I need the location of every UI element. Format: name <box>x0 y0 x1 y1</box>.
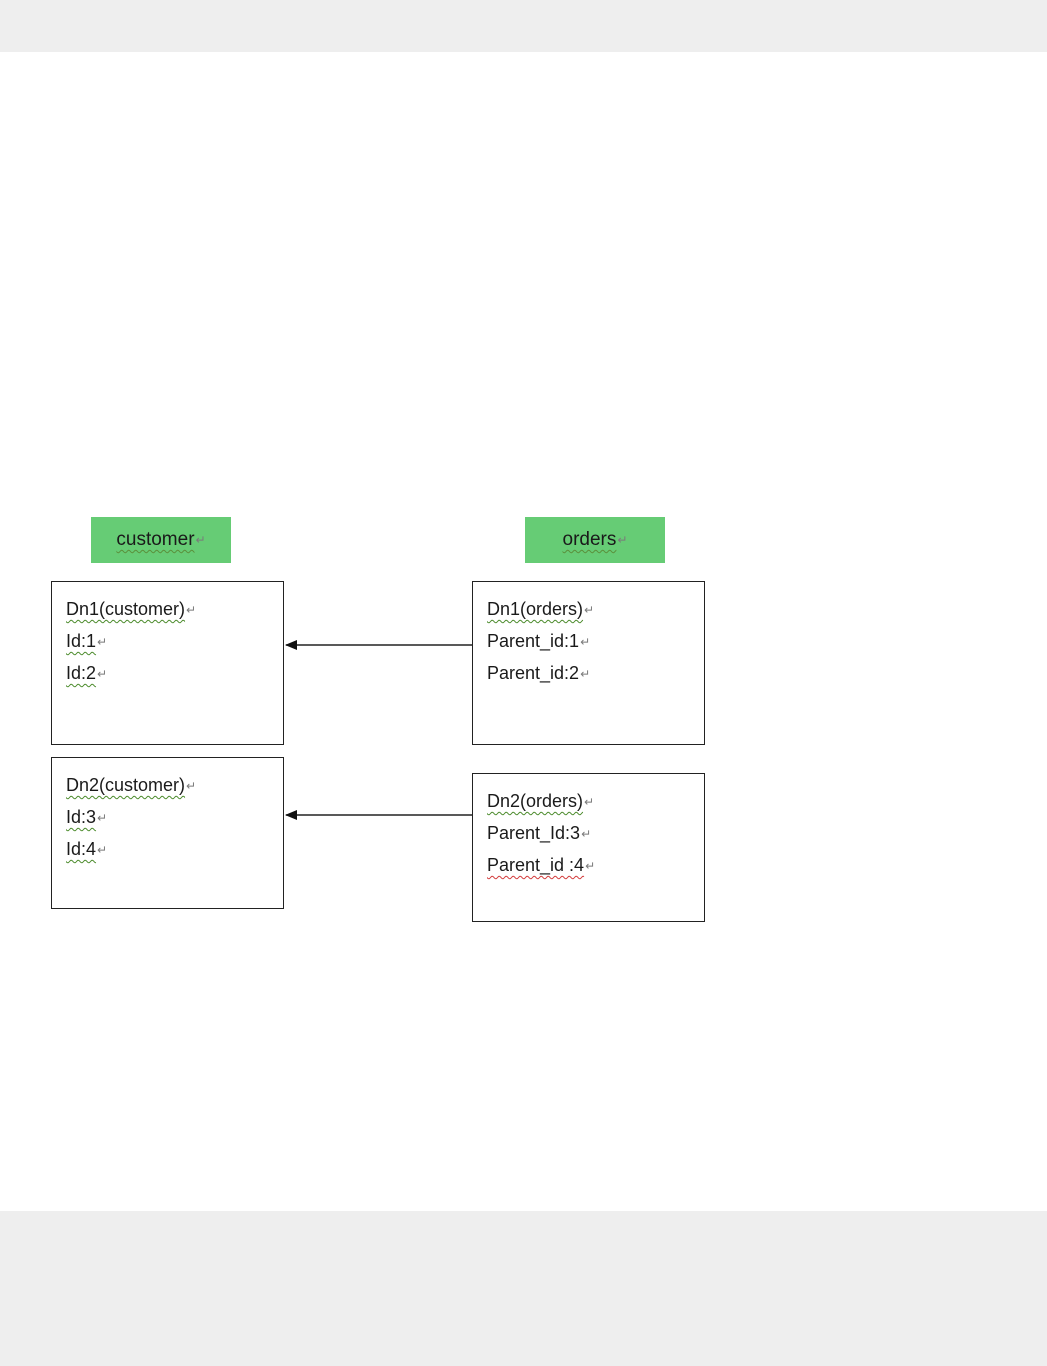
node-title: Dn1(customer)↵ <box>66 599 197 619</box>
paragraph-mark-icon: ↵ <box>617 533 628 547</box>
document-canvas: customer↵ orders↵ Dn1(customer)↵ Id:1↵ I… <box>0 52 1047 1211</box>
bottom-gray-band <box>0 1211 1047 1366</box>
paragraph-mark-icon: ↵ <box>97 843 108 857</box>
customer-node-dn2: Dn2(customer)↵ Id:3↵ Id:4↵ <box>51 757 284 909</box>
orders-node-dn2: Dn2(orders)↵ Parent_Id:3↵ Parent_id :4↵ <box>472 773 705 922</box>
orders-node-dn1: Dn1(orders)↵ Parent_id:1↵ Parent_id:2↵ <box>472 581 705 745</box>
node-parent-id-line: Parent_id:1↵ <box>487 631 591 651</box>
customer-header-text: customer <box>116 529 195 550</box>
customer-node-dn1: Dn1(customer)↵ Id:1↵ Id:2↵ <box>51 581 284 745</box>
node-parent-id-line: Parent_Id:3↵ <box>487 823 592 843</box>
node-id-line: Id:1↵ <box>66 631 108 651</box>
paragraph-mark-icon: ↵ <box>97 667 108 681</box>
paragraph-mark-icon: ↵ <box>195 533 206 547</box>
top-gray-band <box>0 0 1047 52</box>
paragraph-mark-icon: ↵ <box>97 811 108 825</box>
paragraph-mark-icon: ↵ <box>585 859 596 873</box>
paragraph-mark-icon: ↵ <box>580 635 591 649</box>
node-title: Dn2(customer)↵ <box>66 775 197 795</box>
node-parent-id-line: Parent_id:2↵ <box>487 663 591 683</box>
paragraph-mark-icon: ↵ <box>186 779 197 793</box>
paragraph-mark-icon: ↵ <box>97 635 108 649</box>
paragraph-mark-icon: ↵ <box>584 603 595 617</box>
paragraph-mark-icon: ↵ <box>581 827 592 841</box>
node-id-line: Id:3↵ <box>66 807 108 827</box>
customer-header-label: customer↵ <box>91 517 231 563</box>
orders-header-label: orders↵ <box>525 517 665 563</box>
paragraph-mark-icon: ↵ <box>584 795 595 809</box>
paragraph-mark-icon: ↵ <box>580 667 591 681</box>
node-title: Dn1(orders)↵ <box>487 599 595 619</box>
node-title: Dn2(orders)↵ <box>487 791 595 811</box>
orders-header-text: orders <box>562 529 617 550</box>
node-id-line: Id:4↵ <box>66 839 108 859</box>
node-parent-id-line: Parent_id :4↵ <box>487 855 596 875</box>
paragraph-mark-icon: ↵ <box>186 603 197 617</box>
node-id-line: Id:2↵ <box>66 663 108 683</box>
